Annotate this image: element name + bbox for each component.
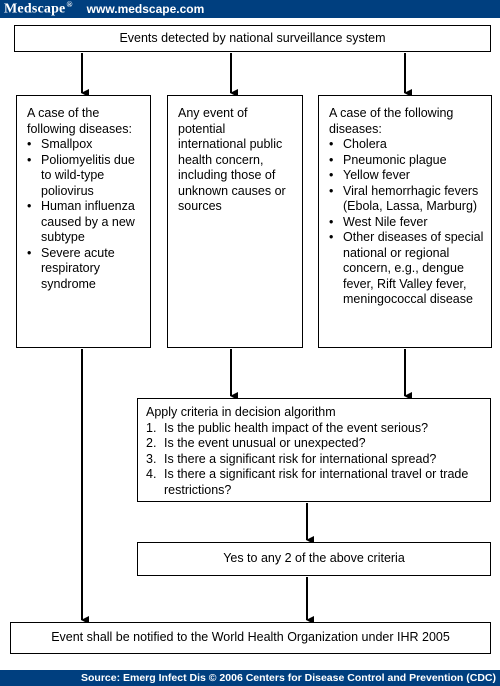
right-diseases-box: A case of the following diseases: •Chole… (318, 95, 492, 348)
list-item: •Human influenza caused by a new subtype (27, 199, 135, 244)
surveillance-box: Events detected by national surveillance… (14, 25, 491, 52)
bullet-icon: • (329, 230, 334, 244)
bullet-icon: • (27, 152, 32, 167)
list-item: •Viral hemorrhagic fevers (Ebola, Lassa,… (329, 183, 479, 214)
list-item: •Smallpox (27, 137, 93, 151)
criteria-box: Apply criteria in decision algorithm 1.I… (137, 398, 491, 502)
bullet-icon: • (329, 183, 334, 198)
right-intro: A case of the following diseases: (329, 106, 454, 136)
list-item: 2.Is the event unusual or unexpected? (146, 436, 366, 450)
criteria-list: 1.Is the public health impact of the eve… (146, 421, 482, 499)
notify-who-box: Event shall be notified to the World Hea… (10, 622, 491, 654)
left-diseases-box: A case of the following diseases: •Small… (16, 95, 151, 348)
list-item: 4.Is there a significant risk for intern… (146, 467, 469, 497)
bullet-icon: • (27, 137, 32, 151)
source-text: Source: Emerg Infect Dis © 2006 Centers … (80, 672, 496, 684)
yes-criteria-box: Yes to any 2 of the above criteria (137, 542, 491, 576)
bullet-icon: • (27, 245, 32, 260)
brand-name: Medscape (4, 1, 66, 17)
list-item: •Yellow fever (329, 168, 410, 182)
left-disease-list: •Smallpox •Poliomyelitis due to wild-typ… (27, 137, 144, 292)
list-item: •Pneumonic plague (329, 152, 447, 167)
criteria-number: 1. (146, 420, 157, 435)
list-item: •Cholera (329, 137, 387, 151)
medscape-logo: Medscape® (4, 0, 73, 18)
right-disease-list: •Cholera •Pneumonic plague •Yellow fever… (329, 137, 485, 308)
surveillance-text: Events detected by national surveillance… (119, 30, 386, 45)
bullet-icon: • (329, 168, 334, 182)
bullet-icon: • (329, 214, 334, 229)
criteria-number: 4. (146, 467, 157, 481)
criteria-title: Apply criteria in decision algorithm (146, 405, 336, 419)
criteria-number: 3. (146, 451, 157, 466)
any-event-box: Any event of potential international pub… (167, 95, 303, 348)
list-item: 1.Is the public health impact of the eve… (146, 420, 429, 435)
list-item: •Poliomyelitis due to wild-type poliovir… (27, 152, 135, 198)
source-footer: Source: Emerg Infect Dis © 2006 Centers … (0, 670, 500, 686)
site-url: www.medscape.com (86, 2, 205, 16)
any-event-text: Any event of potential international pub… (178, 106, 286, 213)
yes-criteria-text: Yes to any 2 of the above criteria (223, 551, 405, 566)
header-banner: Medscape® www.medscape.com (0, 0, 500, 18)
registered-mark: ® (66, 0, 73, 10)
criteria-number: 2. (146, 436, 157, 450)
bullet-icon: • (329, 152, 334, 167)
list-item: •Other diseases of special national or r… (329, 230, 484, 306)
list-item: •West Nile fever (329, 214, 428, 229)
bullet-icon: • (27, 199, 32, 213)
notify-who-text: Event shall be notified to the World Hea… (51, 630, 450, 645)
list-item: 3.Is there a significant risk for intern… (146, 451, 437, 466)
bullet-icon: • (329, 137, 334, 151)
left-intro: A case of the following diseases: (27, 106, 132, 136)
list-item: •Severe acute respiratory syndrome (27, 245, 115, 291)
